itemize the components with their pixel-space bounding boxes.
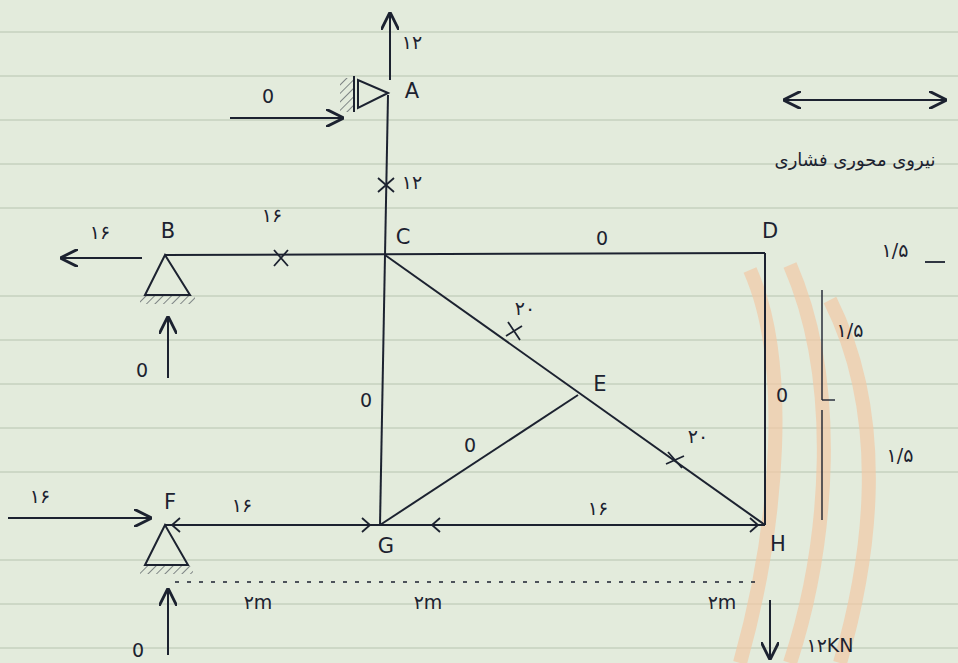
- force-value: ۱۶: [30, 486, 50, 507]
- joint-letter: B: [161, 220, 175, 243]
- dimension-value: ۱/۵: [882, 240, 909, 261]
- joint-letter: H: [770, 533, 786, 556]
- force-value: ۱۲: [402, 32, 422, 53]
- force-value: 0: [136, 360, 148, 381]
- dimension-lines: [175, 290, 835, 582]
- member-force: 0: [776, 385, 788, 406]
- truss-members: [165, 95, 765, 525]
- dimension-value: ۱/۵: [837, 320, 864, 341]
- member-force: ۱۶: [262, 205, 282, 226]
- joint-letter: C: [396, 226, 411, 249]
- dimension-value: ۱/۵: [887, 445, 914, 466]
- note-text: نیروی محوری فشاری: [775, 150, 936, 170]
- joint-letter: D: [762, 220, 778, 243]
- dimension-value: ۲m: [414, 592, 443, 613]
- force-value: 0: [132, 639, 144, 660]
- member-force: ۱۲: [402, 172, 422, 193]
- member-force: 0: [360, 390, 372, 411]
- joint-letter: F: [164, 491, 176, 514]
- force-arrows: [8, 14, 945, 658]
- supports: [140, 76, 388, 574]
- member-force: 0: [596, 228, 608, 249]
- dimension-value: ۲m: [708, 592, 737, 613]
- member-force: ۱۶: [232, 495, 252, 516]
- joint-letter: G: [378, 535, 394, 558]
- load-value: ۱۲KN: [806, 635, 853, 656]
- member-force: ۲۰: [688, 426, 708, 447]
- member-marks: [172, 178, 945, 532]
- dimension-value: ۲m: [244, 592, 273, 613]
- member-force: 0: [464, 435, 476, 456]
- watermark: [740, 265, 869, 663]
- force-value: 0: [262, 86, 274, 107]
- joint-letter: A: [405, 80, 419, 103]
- force-value: ۱۶: [90, 222, 110, 243]
- member-force: ۱۶: [588, 498, 608, 519]
- member-force: ۲۰: [515, 298, 535, 319]
- joint-letter: E: [593, 373, 606, 396]
